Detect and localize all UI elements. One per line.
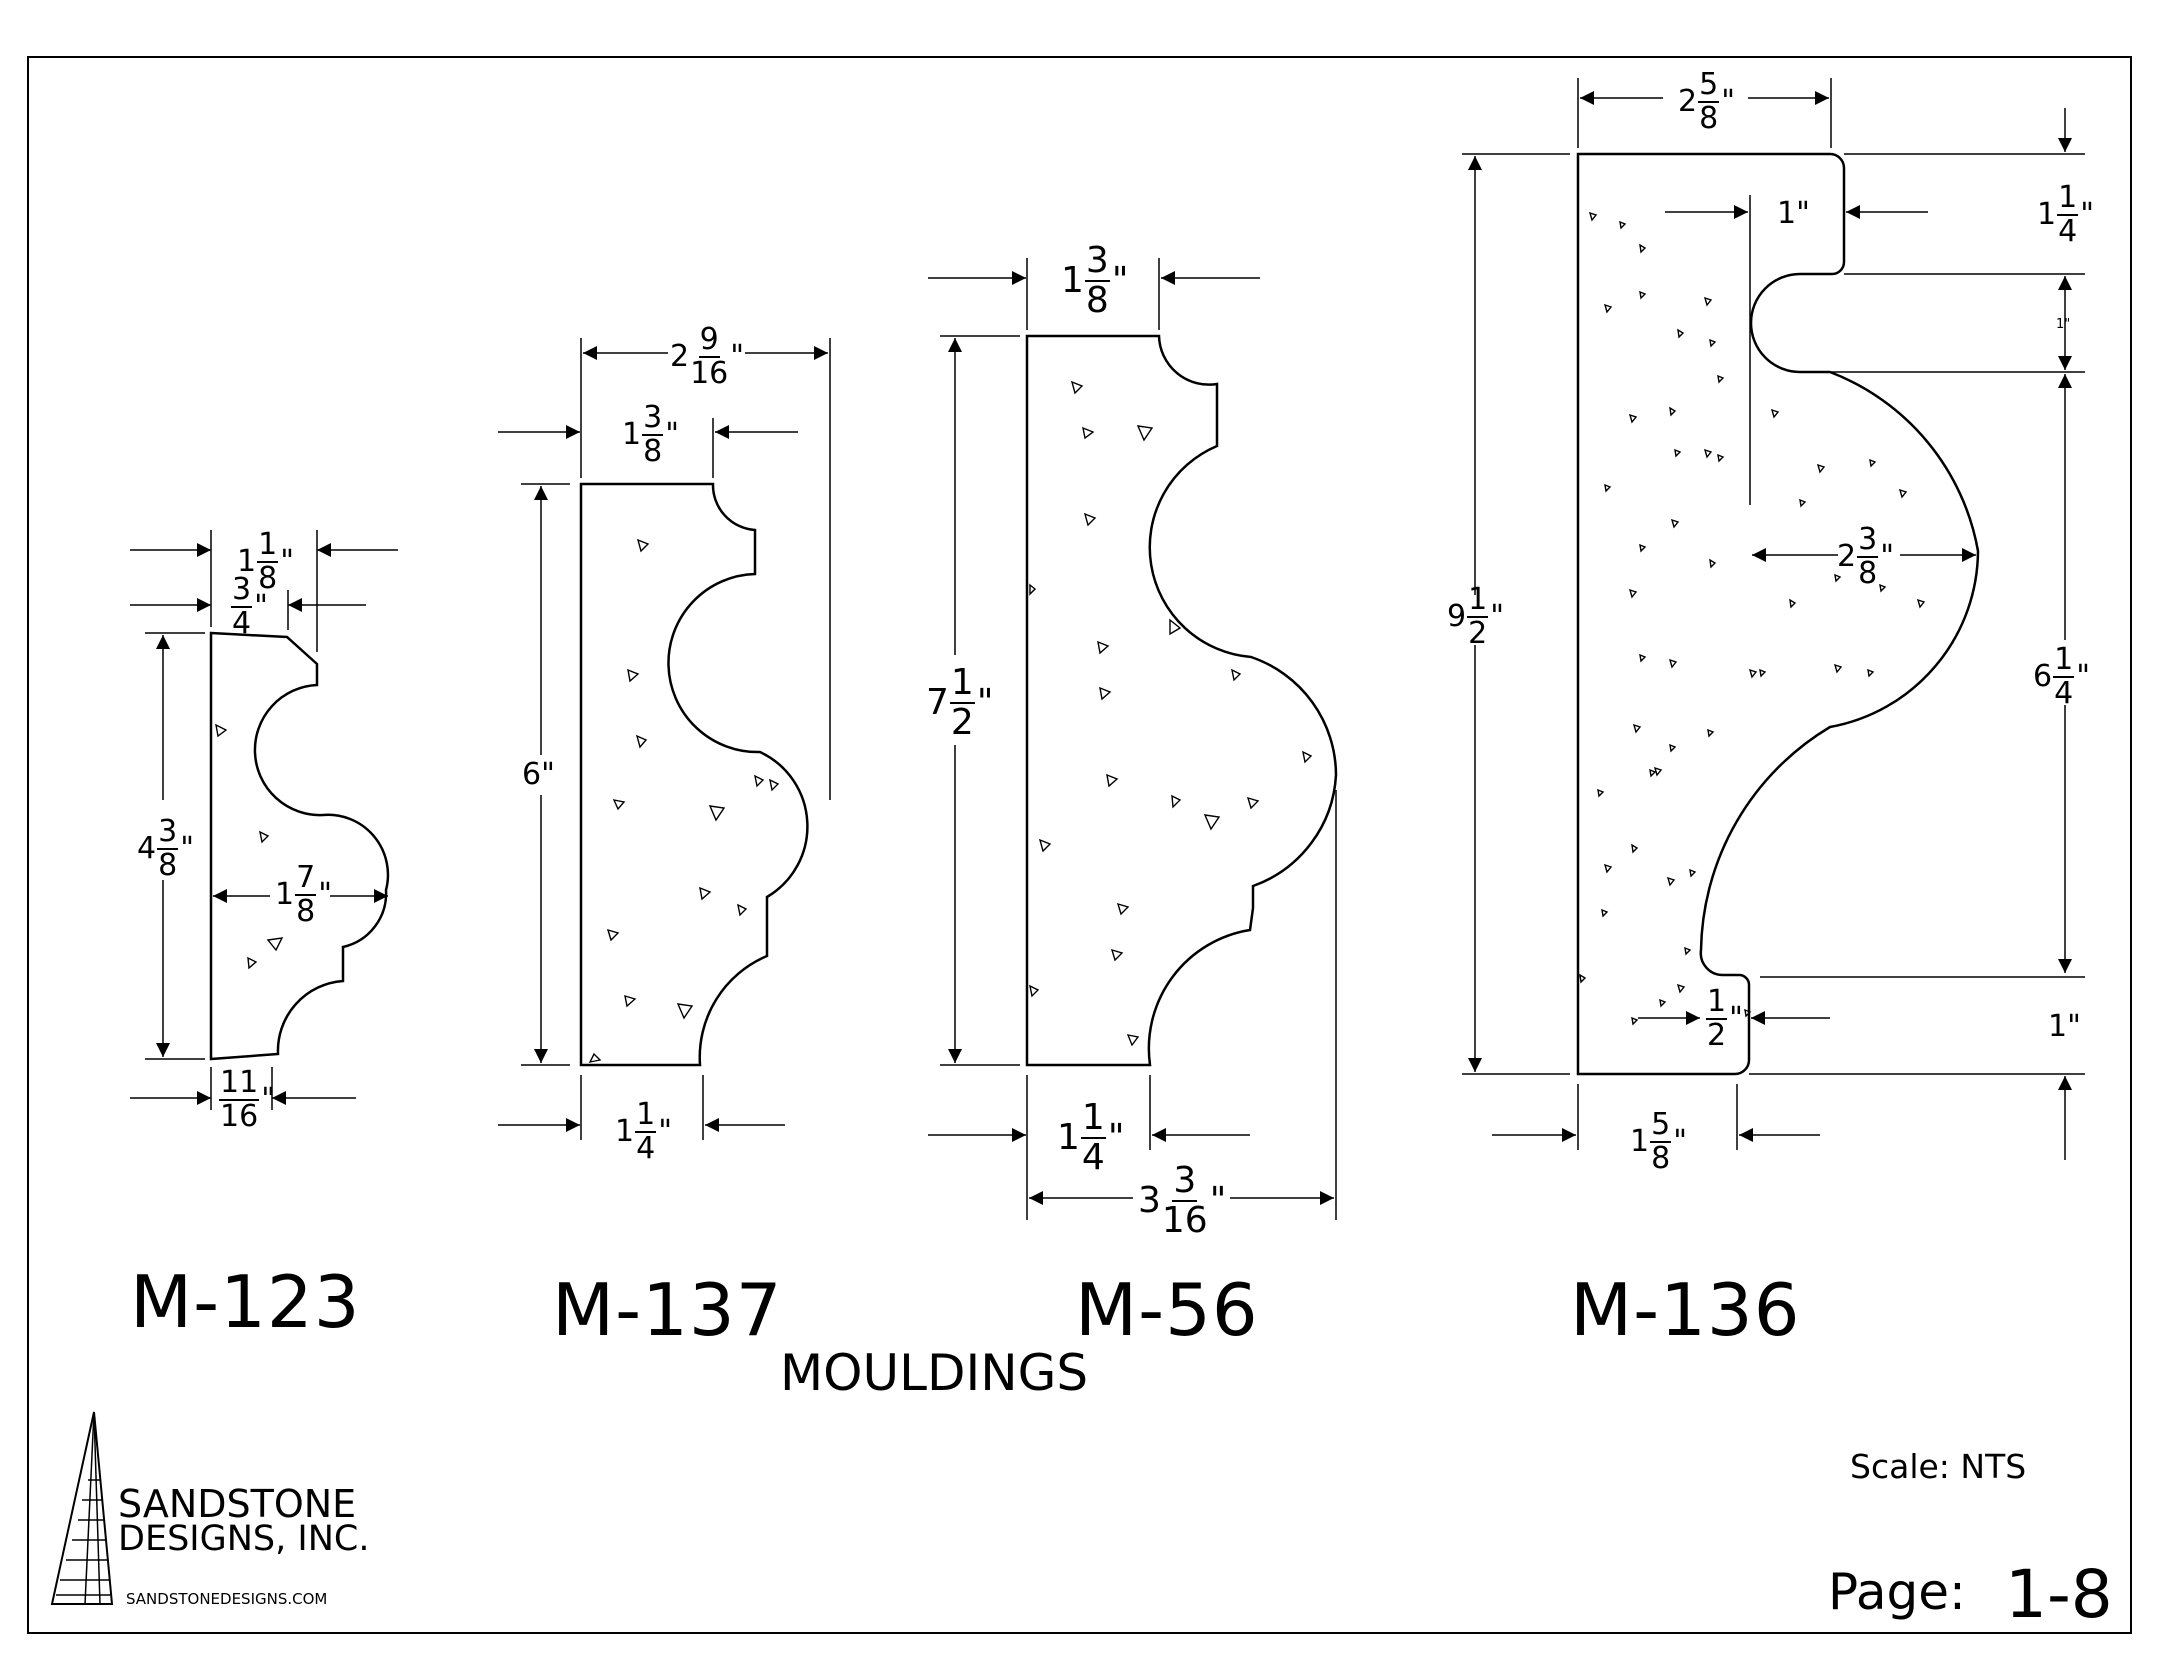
profile-m136 [1576, 152, 1980, 1076]
dims-m123 [130, 530, 398, 1110]
sandstone-logo-icon [50, 1411, 114, 1605]
dims-m56 [928, 258, 1337, 1220]
sheet-title: MOULDINGS [780, 1344, 1089, 1402]
dims-m137 [498, 338, 831, 1140]
dim-m137-height: 6" [522, 757, 555, 792]
scale-note: Scale: NTS [1850, 1447, 2027, 1486]
part-label-m123: M-123 [130, 1260, 361, 1344]
part-label-m136: M-136 [1570, 1268, 1801, 1352]
dim-m136-top-lip: 1" [1777, 196, 1810, 231]
part-label-m56: M-56 [1075, 1268, 1259, 1352]
page-number: 1-8 [2005, 1556, 2113, 1633]
stone-texture [215, 211, 1926, 1063]
company-name-line2: DESIGNS, INC. [118, 1519, 370, 1559]
dim-m136-cove: 1" [2056, 317, 2071, 332]
page-label: Page: [1828, 1563, 1966, 1621]
profile-m137 [579, 482, 809, 1067]
sheet-border [27, 56, 2132, 1634]
dims-m136 [1462, 78, 2085, 1160]
company-name-line1: SANDSTONE [118, 1482, 357, 1526]
dim-m136-bottom-step: 1" [2048, 1009, 2081, 1044]
profile-m56 [1025, 334, 1338, 1067]
profile-m123 [209, 631, 390, 1061]
part-label-m137: M-137 [552, 1268, 783, 1352]
company-website: SANDSTONEDESIGNS.COM [126, 1590, 328, 1608]
